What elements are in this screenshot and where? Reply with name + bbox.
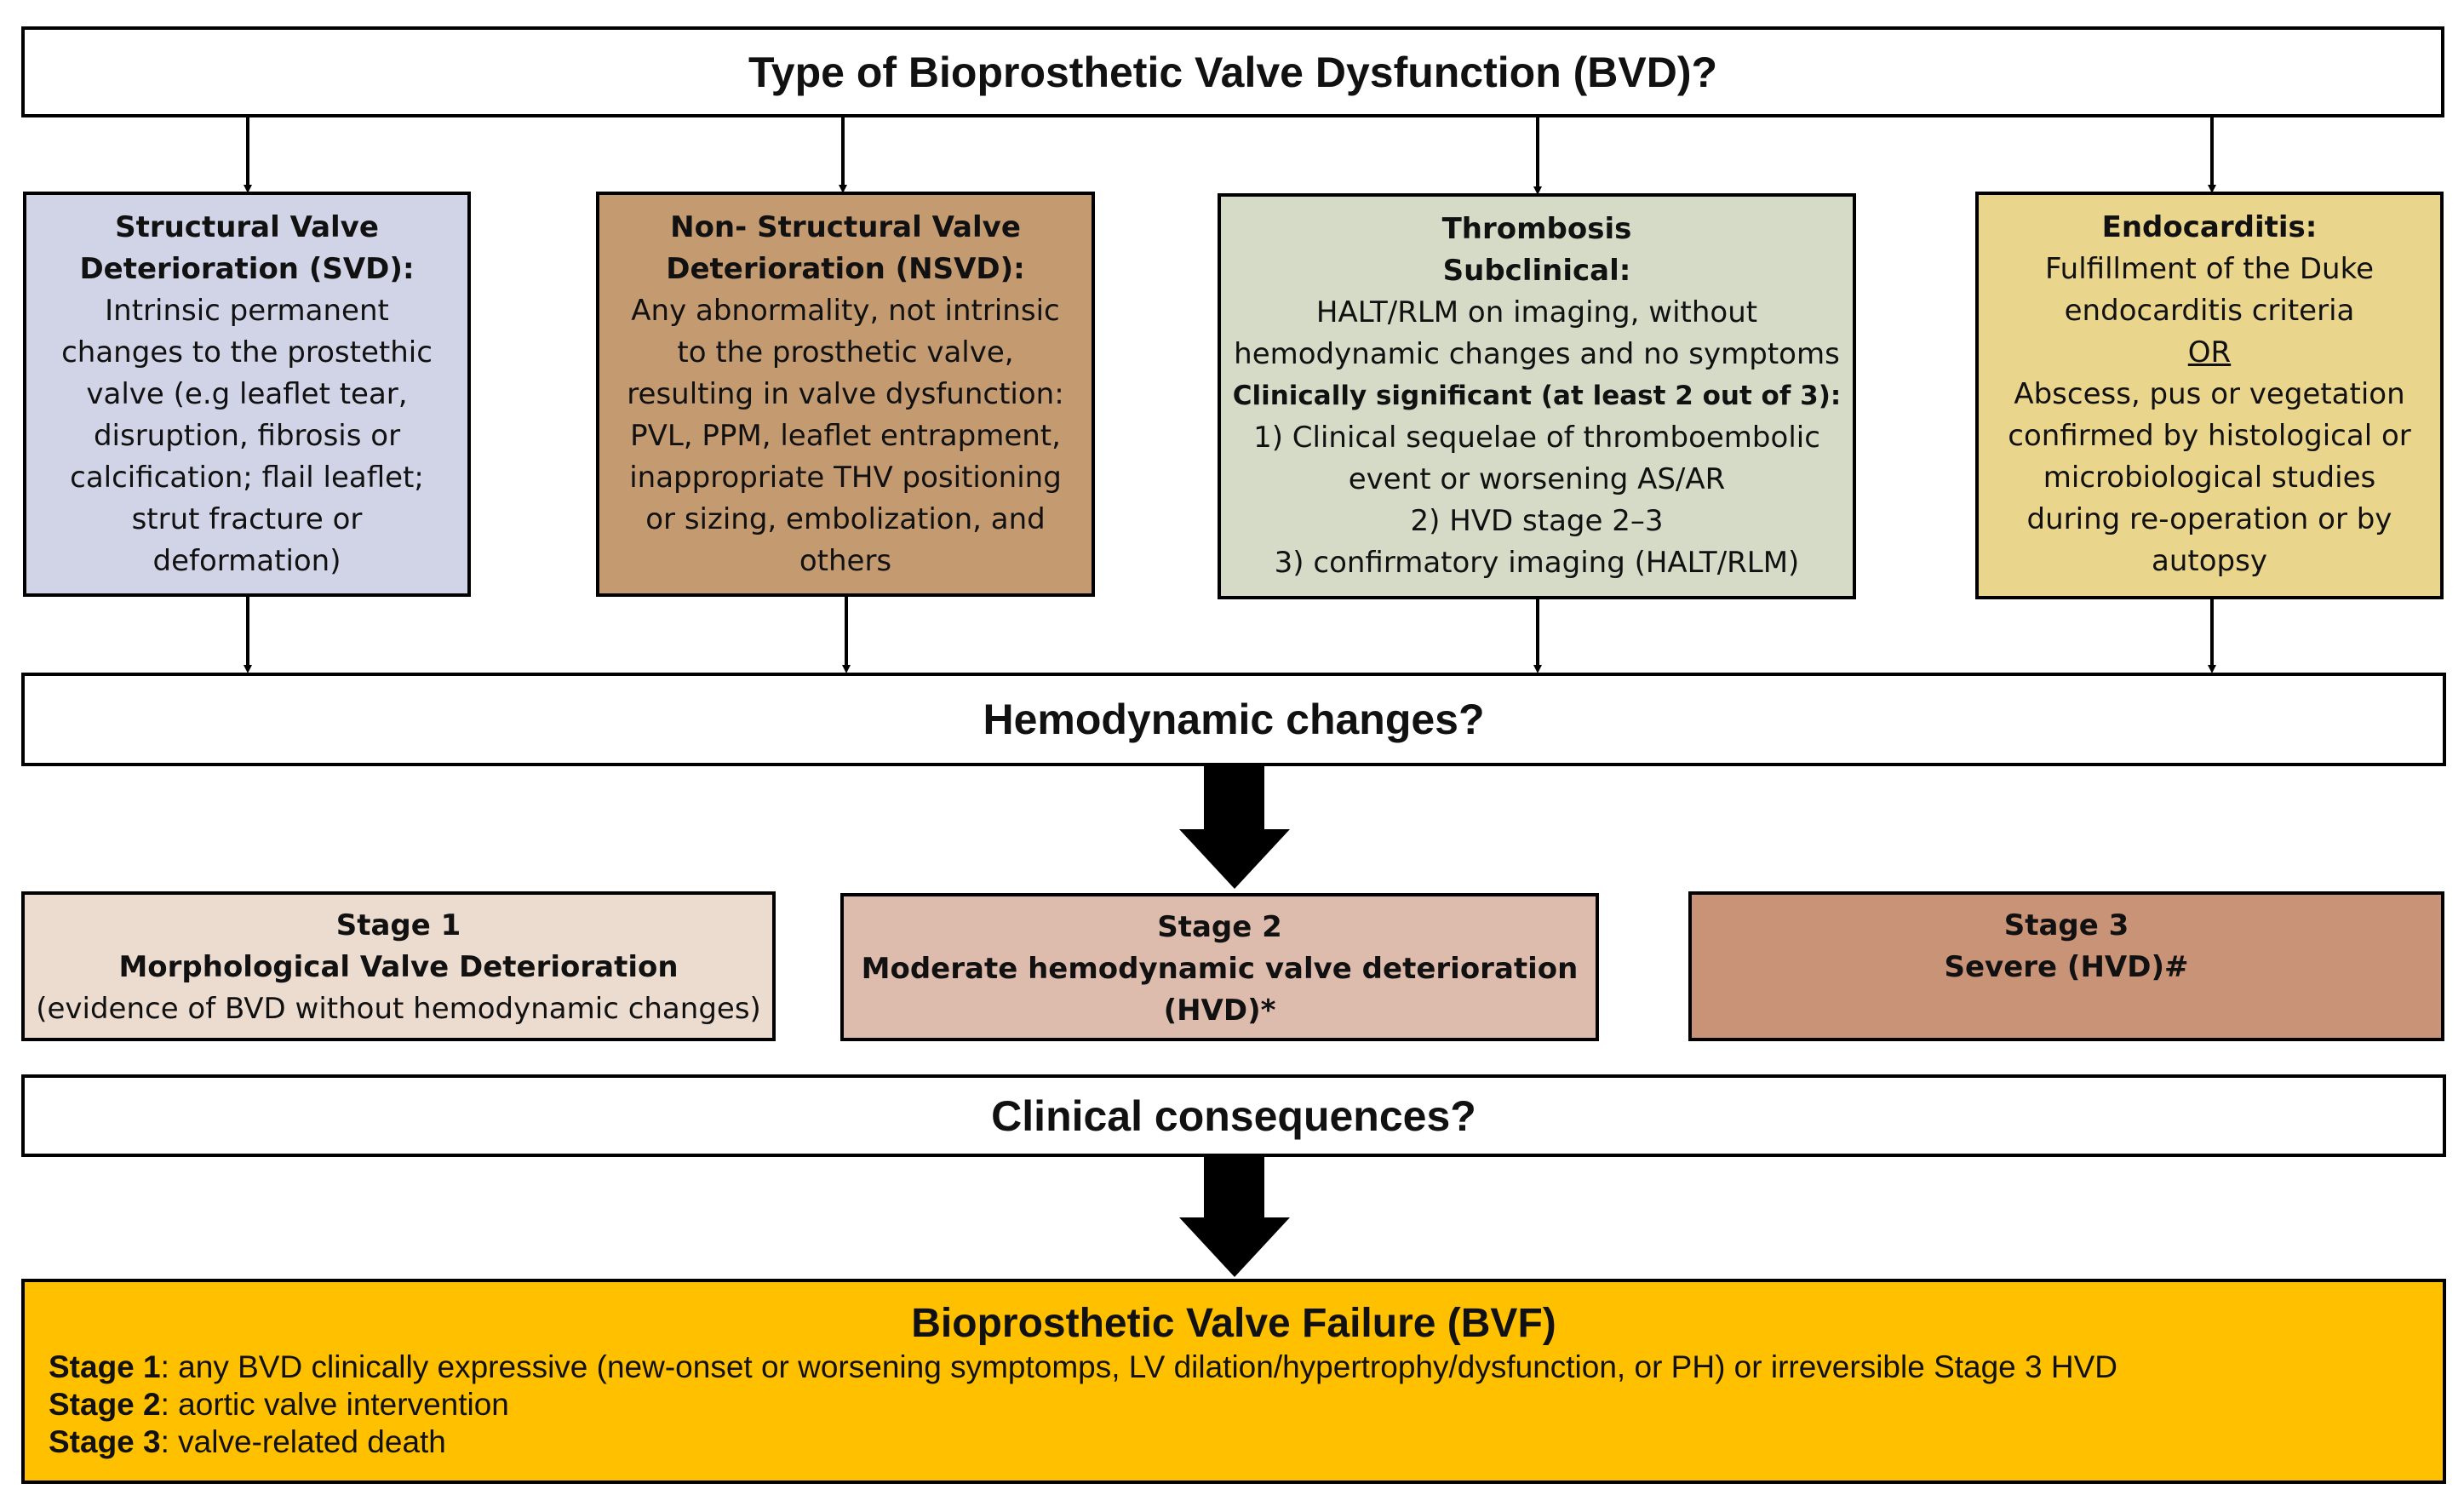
- stage-1-title: Morphological Valve Deterioration: [118, 950, 679, 984]
- stage-3-title: Severe (HVD)#: [1944, 950, 2189, 984]
- bvf-stage-1: Stage 1: any BVD clinically expressive (…: [49, 1349, 2419, 1386]
- endocarditis-line: during re-operation or by: [2026, 502, 2392, 536]
- big-arrow-hemo-to-stages: [1179, 766, 1290, 889]
- thrombosis-title: Thrombosis: [1441, 212, 1632, 246]
- bvf-stage-1-label: Stage 1: [49, 1349, 161, 1384]
- stage-1-box: Stage 1 Morphological Valve Deterioratio…: [21, 891, 776, 1041]
- endocarditis-line: Abscess, pus or vegetation: [2014, 377, 2405, 411]
- svd-line: disruption, fibrosis or: [93, 419, 401, 453]
- bvd-type-title: Type of Bioprosthetic Valve Dysfunction …: [748, 48, 1718, 96]
- stage-3-box: Stage 3 Severe (HVD)#: [1688, 891, 2444, 1041]
- thrombosis-item-1-cont: event or worsening AS/AR: [1348, 462, 1726, 496]
- bvf-box: Bioprosthetic Valve Failure (BVF) Stage …: [21, 1279, 2446, 1484]
- endocarditis-line: endocarditis criteria: [2064, 294, 2355, 328]
- nsvd-line: others: [799, 544, 892, 578]
- endocarditis-or: OR: [2187, 335, 2232, 369]
- thrombosis-box: Thrombosis Subclinical: HALT/RLM on imag…: [1218, 193, 1856, 599]
- bvf-stage-2-label: Stage 2: [49, 1387, 161, 1422]
- endocarditis-line: microbiological studies: [2043, 461, 2376, 495]
- thrombosis-item-2: 2) HVD stage 2–3: [1410, 504, 1664, 538]
- thrombosis-subclinical-line: hemodynamic changes and no symptoms: [1234, 337, 1840, 371]
- thrombosis-subclinical-line: HALT/RLM on imaging, without: [1315, 295, 1758, 329]
- stage-2-desc: (HVD)*: [1163, 994, 1276, 1028]
- bvf-title: Bioprosthetic Valve Failure (BVF): [911, 1301, 1556, 1346]
- svd-line: Intrinsic permanent: [105, 294, 389, 328]
- nsvd-line: resulting in valve dysfunction:: [627, 377, 1064, 411]
- bvd-type-header: Type of Bioprosthetic Valve Dysfunction …: [21, 26, 2444, 117]
- thrombosis-subclinical-label: Subclinical:: [1442, 254, 1631, 288]
- svd-title-1: Structural Valve: [115, 210, 379, 244]
- endocarditis-line: Fulfillment of the Duke: [2044, 252, 2375, 286]
- thrombosis-clinical-label: Clinically significant (at least 2 out o…: [1232, 381, 1842, 411]
- nsvd-line: or sizing, embolization, and: [645, 502, 1046, 536]
- svd-line: changes to the prostethic: [61, 335, 433, 369]
- hemodynamic-changes-title: Hemodynamic changes?: [983, 696, 1485, 743]
- endocarditis-title: Endocarditis:: [2101, 210, 2318, 244]
- bvf-stage-3-label: Stage 3: [49, 1424, 161, 1459]
- svd-line: deformation): [152, 544, 341, 578]
- bvf-stage-2-text: : aortic valve intervention: [160, 1387, 509, 1422]
- stage-1-label: Stage 1: [335, 908, 461, 942]
- nsvd-box: Non- Structural Valve Deterioration (NSV…: [596, 192, 1095, 597]
- nsvd-line: Any abnormality, not intrinsic: [631, 294, 1060, 328]
- clinical-consequences-title: Clinical consequences?: [991, 1091, 1476, 1140]
- nsvd-title-2: Deterioration (NSVD):: [666, 252, 1025, 286]
- stage-1-desc: (evidence of BVD without hemodynamic cha…: [36, 992, 761, 1026]
- endocarditis-line: confirmed by histological or: [2008, 419, 2411, 453]
- svd-box: Structural Valve Deterioration (SVD): In…: [23, 192, 471, 597]
- endocarditis-box: Endocarditis: Fulfillment of the Duke en…: [1975, 192, 2444, 599]
- hemodynamic-changes-box: Hemodynamic changes?: [21, 673, 2446, 766]
- bvf-stage-1-text: : any BVD clinically expressive (new-ons…: [160, 1349, 2118, 1384]
- stage-2-label: Stage 2: [1157, 910, 1282, 944]
- svd-line: calcification; flail leaflet;: [70, 461, 424, 495]
- nsvd-title-1: Non- Structural Valve: [670, 210, 1021, 244]
- svd-title-2: Deterioration (SVD):: [79, 252, 415, 286]
- nsvd-line: inappropriate THV positioning: [629, 461, 1062, 495]
- big-arrow-clinical-to-bvf: [1179, 1156, 1290, 1277]
- bvf-stage-2: Stage 2: aortic valve intervention: [49, 1386, 2419, 1423]
- svd-line: strut fracture or: [131, 502, 363, 536]
- svd-line: valve (e.g leaflet tear,: [86, 377, 408, 411]
- clinical-consequences-box: Clinical consequences?: [21, 1074, 2446, 1157]
- bvf-stage-3-text: : valve-related death: [160, 1424, 446, 1459]
- thrombosis-item-3: 3) confirmatory imaging (HALT/RLM): [1274, 546, 1800, 580]
- nsvd-line: to the prosthetic valve,: [677, 335, 1014, 369]
- nsvd-line: PVL, PPM, leaflet entrapment,: [630, 419, 1061, 453]
- bvf-stage-3: Stage 3: valve-related death: [49, 1423, 2419, 1461]
- stage-2-box: Stage 2 Moderate hemodynamic valve deter…: [840, 893, 1599, 1041]
- stage-2-title: Moderate hemodynamic valve deterioration: [861, 952, 1579, 986]
- stage-3-label: Stage 3: [2003, 908, 2129, 942]
- thrombosis-item-1: 1) Clinical sequelae of thromboembolic: [1253, 421, 1820, 455]
- endocarditis-line: autopsy: [2152, 544, 2267, 578]
